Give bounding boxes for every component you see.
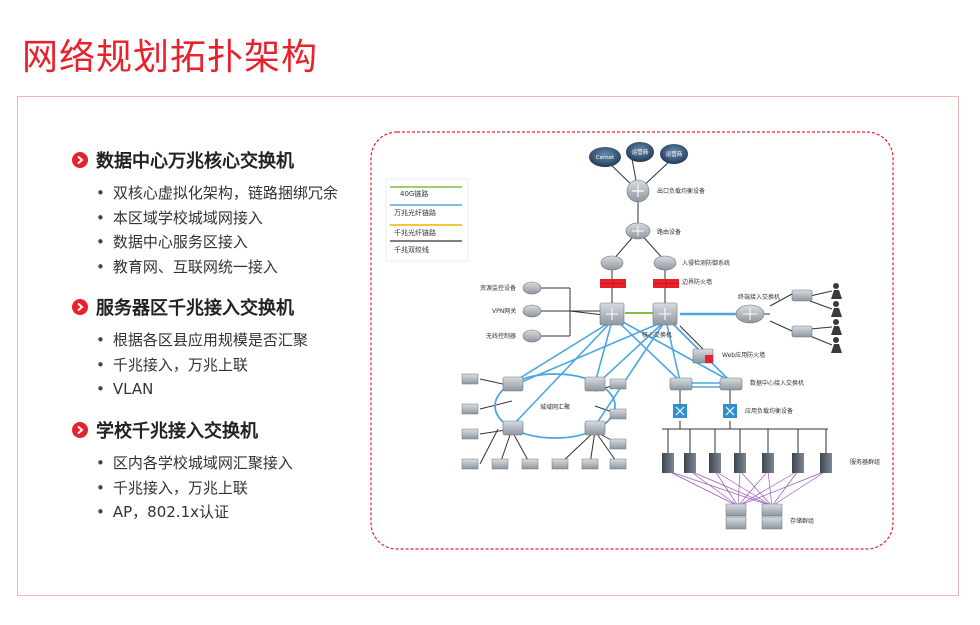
label-resource-mon: 资源监控设备	[480, 284, 516, 292]
storage-links	[667, 470, 827, 507]
storage-array-icon	[725, 503, 783, 530]
label-storage-group: 存储群组	[790, 517, 814, 525]
metro-ring	[494, 373, 616, 439]
legend-label-1g-fiber: 千兆光纤链路	[394, 228, 436, 237]
label-server-group: 服务器群组	[850, 458, 880, 466]
label-vpn: VPN网关	[492, 307, 516, 315]
cloud-label: 运营商	[666, 150, 683, 158]
cloud-cernet: Cernet	[589, 147, 621, 167]
list-item: 教育网、互联网统一接入	[96, 255, 338, 280]
legend-label-10g: 万兆光纤链路	[394, 208, 436, 217]
section-school-access-switch: 学校千兆接入交换机 区内各学校城域网汇聚接入 千兆接入，万兆上联 AP，802.…	[72, 417, 293, 525]
label-router: 路由设备	[657, 228, 681, 236]
core-switch-icon	[599, 302, 678, 326]
label-web-fw: Web应用防火墙	[722, 351, 765, 359]
label-border-fw: 边界防火墙	[682, 278, 712, 286]
list-item: 双核心虚拟化架构，链路捆绑冗余	[96, 181, 338, 206]
label-wireless-ctrl: 无线控制器	[486, 332, 516, 340]
list-item: AP，802.1x认证	[96, 500, 293, 525]
list-item: 千兆接入，万兆上联	[96, 476, 293, 501]
diagram-border	[370, 131, 894, 550]
list-item: 数据中心服务区接入	[96, 230, 338, 255]
label-core-switch: 核心交换机	[642, 331, 672, 339]
label-metro-agg: 城域网汇聚	[540, 403, 570, 411]
section-server-access-switch: 服务器区千兆接入交换机 根据各区县应用规模是否汇聚 千兆接入，万兆上联 VLAN	[72, 294, 308, 402]
legend-label-40g: 40G链路	[400, 189, 428, 198]
section-heading: 服务器区千兆接入交换机	[96, 298, 294, 319]
vpn-gateway-icon	[522, 304, 542, 318]
cloud-carrier-1: 运营商	[626, 142, 654, 162]
diagram-legend: 40G链路 万兆光纤链路 千兆光纤链路 千兆双绞线	[385, 178, 469, 262]
section-core-switch: 数据中心万兆核心交换机 双核心虚拟化架构，链路捆绑冗余 本区域学校城域网接入 数…	[72, 147, 338, 279]
list-item: VLAN	[96, 377, 308, 402]
section-heading: 学校千兆接入交换机	[96, 421, 258, 442]
section-heading: 数据中心万兆核心交换机	[96, 151, 294, 172]
dc-access-switch-icon	[669, 377, 743, 391]
web-firewall-icon	[692, 348, 714, 364]
wireless-controller-icon	[522, 329, 542, 343]
list-item: 根据各区县应用规模是否汇聚	[96, 328, 308, 353]
page-title: 网络规划拓扑架构	[22, 37, 319, 78]
chevron-right-icon	[72, 152, 88, 168]
border-firewall-icon	[600, 279, 679, 288]
cloud-label: 运营商	[632, 148, 649, 156]
metro-switch-icon	[502, 376, 606, 436]
list-item: 千兆接入，万兆上联	[96, 353, 308, 378]
bullet-list: 根据各区县应用规模是否汇聚 千兆接入，万兆上联 VLAN	[96, 328, 308, 402]
label-ips: 入侵检测防御系统	[682, 259, 730, 267]
content-frame	[17, 96, 959, 596]
chevron-right-icon	[72, 422, 88, 438]
label-app-lb: 应用负载均衡设备	[745, 407, 793, 415]
cloud-carrier-2: 运营商	[660, 144, 688, 164]
server-icon	[662, 453, 832, 473]
cloud-label: Cernet	[596, 155, 615, 161]
network-topology-diagram: 40G链路 万兆光纤链路 千兆光纤链路 千兆双绞线	[370, 131, 894, 550]
school-switch-icon	[461, 373, 627, 470]
terminal-access-switch-icon	[735, 304, 765, 324]
chevron-right-icon	[72, 299, 88, 315]
router-icon	[625, 222, 651, 240]
label-dc-access: 数据中心接入交换机	[750, 379, 804, 387]
edge-switch-icon	[791, 289, 813, 338]
bullet-list: 区内各学校城域网汇聚接入 千兆接入，万兆上联 AP，802.1x认证	[96, 451, 293, 525]
list-item: 本区域学校城域网接入	[96, 206, 338, 231]
user-icon	[831, 283, 842, 353]
label-terminal-access: 终端接入交换机	[738, 293, 780, 301]
label-egress-lb: 出口负载均衡设备	[657, 187, 705, 195]
app-load-balancer-icon	[673, 404, 737, 418]
bullet-list: 双核心虚拟化架构，链路捆绑冗余 本区域学校城域网接入 数据中心服务区接入 教育网…	[96, 181, 338, 279]
resource-monitor-icon	[522, 281, 542, 295]
ips-device-icon	[600, 255, 677, 271]
list-item: 区内各学校城域网汇聚接入	[96, 451, 293, 476]
egress-load-balancer-icon	[626, 179, 650, 203]
legend-label-1g-copper: 千兆双绞线	[394, 245, 429, 254]
